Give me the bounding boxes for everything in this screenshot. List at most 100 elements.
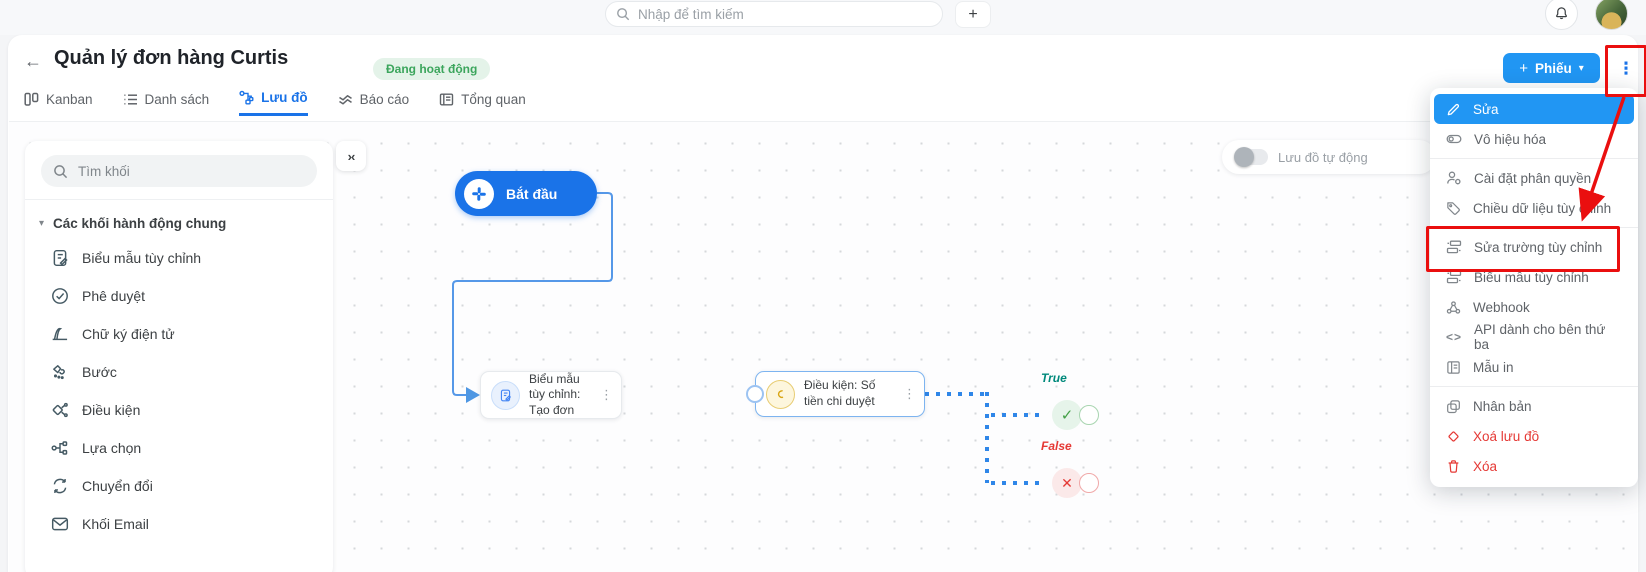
menu-item-delete-flow[interactable]: Xoá lưu đồ	[1434, 421, 1634, 451]
palette-item-choice[interactable]: Lựa chọn	[25, 429, 333, 467]
palette-item-convert[interactable]: Chuyển đổi	[25, 467, 333, 505]
node-custom-form[interactable]: Biểu mẫu tùy chỉnh: Tạo đơn ⋮	[480, 371, 622, 419]
menu-item-third-party-api[interactable]: <> API dành cho bên thứ ba	[1434, 322, 1634, 352]
start-node-label: Bắt đầu	[506, 185, 558, 202]
menu-item-label: Xóa	[1473, 458, 1498, 474]
form-node-icon	[491, 380, 520, 410]
menu-item-webhook[interactable]: Webhook	[1434, 292, 1634, 322]
palette-item-label: Phê duyệt	[82, 288, 146, 304]
node-more-options[interactable]: ⋮	[903, 386, 916, 401]
menu-item-custom-data-dimension[interactable]: Chiều dữ liệu tùy chỉnh	[1434, 193, 1634, 223]
view-tabs: Kanban Danh sách Lưu đồ Báo cáo Tổng qua…	[24, 90, 526, 116]
condition-node-icon	[766, 379, 795, 409]
collapse-icon: ›‹	[347, 148, 356, 164]
collapse-palette-button[interactable]: ›‹	[336, 141, 366, 171]
fields-icon	[1446, 240, 1462, 254]
palette-item-approval[interactable]: Phê duyệt	[25, 277, 333, 315]
tab-report[interactable]: Báo cáo	[338, 90, 409, 116]
section-caret-icon: ▾	[39, 218, 45, 229]
menu-item-custom-form[interactable]: Biểu mẫu tùy chỉnh	[1434, 262, 1634, 292]
menu-item-label: Webhook	[1473, 299, 1530, 315]
global-search-input[interactable]	[636, 5, 932, 23]
palette-item-step[interactable]: Bước	[25, 353, 333, 391]
notification-bell-button[interactable]	[1545, 0, 1578, 30]
menu-item-label: Vô hiệu hóa	[1474, 131, 1547, 147]
auto-flow-toggle[interactable]	[1234, 147, 1268, 167]
chevron-down-icon: ▾	[1578, 62, 1584, 74]
signature-icon	[52, 327, 68, 341]
menu-item-label: Cài đặt phân quyền	[1474, 170, 1592, 186]
menu-item-delete[interactable]: Xóa	[1434, 451, 1634, 481]
choice-icon	[51, 441, 68, 455]
menu-item-label: Mẫu in	[1473, 359, 1514, 375]
menu-item-duplicate[interactable]: Nhân bản	[1434, 391, 1634, 421]
menu-item-print-template[interactable]: Mẫu in	[1434, 352, 1634, 382]
node-more-options[interactable]: ⋮	[600, 387, 613, 402]
toggle-icon	[1446, 134, 1462, 144]
branch-true-icon: ✓	[1052, 400, 1082, 430]
create-ticket-button[interactable]: + Phiếu ▾	[1503, 53, 1600, 83]
global-search[interactable]	[605, 1, 943, 27]
auto-flow-card: Lưu đồ tự động	[1222, 140, 1436, 174]
menu-item-label: Sửa trường tùy chỉnh	[1474, 239, 1603, 255]
tab-list[interactable]: Danh sách	[123, 90, 210, 116]
menu-divider	[1430, 386, 1638, 387]
menu-item-disable[interactable]: Vô hiệu hóa	[1434, 124, 1634, 154]
palette-section-header[interactable]: ▾ Các khối hành động chung	[25, 200, 333, 239]
tab-flow[interactable]: Lưu đồ	[239, 90, 308, 116]
palette-item-label: Điều kiện	[82, 402, 141, 418]
menu-item-edit-custom-fields[interactable]: Sửa trường tùy chỉnh	[1434, 232, 1634, 262]
menu-item-label: Biểu mẫu tùy chỉnh	[1474, 269, 1589, 285]
menu-item-label: Xoá lưu đồ	[1473, 428, 1540, 444]
duplicate-icon	[1447, 399, 1460, 413]
menu-item-permissions[interactable]: Cài đặt phân quyền	[1434, 163, 1634, 193]
page-title: Quản lý đơn hàng Curtis	[54, 47, 289, 69]
palette-item-custom-form[interactable]: Biểu mẫu tùy chỉnh	[25, 239, 333, 277]
menu-item-label: Chiều dữ liệu tùy chỉnh	[1473, 200, 1612, 216]
branch-false-port[interactable]	[1079, 473, 1099, 493]
palette-item-email[interactable]: Khối Email	[25, 505, 333, 543]
palette-item-condition[interactable]: Điều kiện	[25, 391, 333, 429]
node-condition[interactable]: Điều kiện: Số tiền chi duyệt ⋮	[746, 371, 925, 417]
branch-false-icon: ✕	[1052, 468, 1082, 498]
add-button[interactable]: +	[955, 1, 991, 28]
palette-search-input[interactable]	[76, 162, 305, 180]
tab-label: Danh sách	[144, 91, 210, 107]
code-icon: <>	[1446, 330, 1463, 344]
palette-item-label: Khối Email	[82, 516, 149, 532]
palette-item-label: Bước	[82, 364, 117, 380]
tab-kanban[interactable]: Kanban	[24, 90, 93, 116]
flow-canvas[interactable]: ▾ Các khối hành động chung Biểu mẫu tùy …	[9, 121, 1637, 572]
start-node-icon	[464, 178, 494, 209]
user-avatar[interactable]	[1595, 0, 1628, 30]
node-start[interactable]: Bắt đầu	[455, 171, 597, 216]
branch-true-port[interactable]	[1079, 405, 1099, 425]
back-button[interactable]: ←	[24, 51, 42, 71]
kanban-icon	[24, 92, 39, 106]
menu-item-label: API dành cho bên thứ ba	[1474, 322, 1606, 352]
palette-item-label: Chữ ký điện tử	[82, 326, 175, 342]
plus-icon: +	[1519, 59, 1528, 77]
divider	[25, 199, 333, 200]
list-icon	[123, 93, 137, 105]
block-palette: ▾ Các khối hành động chung Biểu mẫu tùy …	[25, 141, 333, 572]
step-icon	[53, 365, 65, 380]
print-template-icon	[1447, 360, 1460, 374]
condition-icon	[52, 402, 68, 418]
ticket-button-label: Phiếu	[1534, 60, 1572, 76]
menu-divider	[1430, 227, 1638, 228]
condition-input-port[interactable]	[746, 385, 764, 403]
user-settings-icon	[1447, 171, 1461, 185]
main-panel: ← Quản lý đơn hàng Curtis Đang hoạt động…	[8, 35, 1638, 572]
section-title: Các khối hành động chung	[53, 216, 227, 231]
condition-node-label: Điều kiện: Số tiền chi duyệt	[804, 378, 876, 408]
flow-connectors	[452, 192, 1045, 485]
palette-search[interactable]	[41, 155, 317, 187]
menu-divider	[1430, 158, 1638, 159]
palette-item-esignature[interactable]: Chữ ký điện tử	[25, 315, 333, 353]
more-options-button[interactable]: ⋮	[1617, 59, 1635, 78]
tab-overview[interactable]: Tổng quan	[439, 90, 526, 116]
tag-icon	[1447, 201, 1460, 215]
menu-item-edit[interactable]: Sửa	[1434, 94, 1634, 124]
menu-item-label: Sửa	[1473, 101, 1499, 117]
